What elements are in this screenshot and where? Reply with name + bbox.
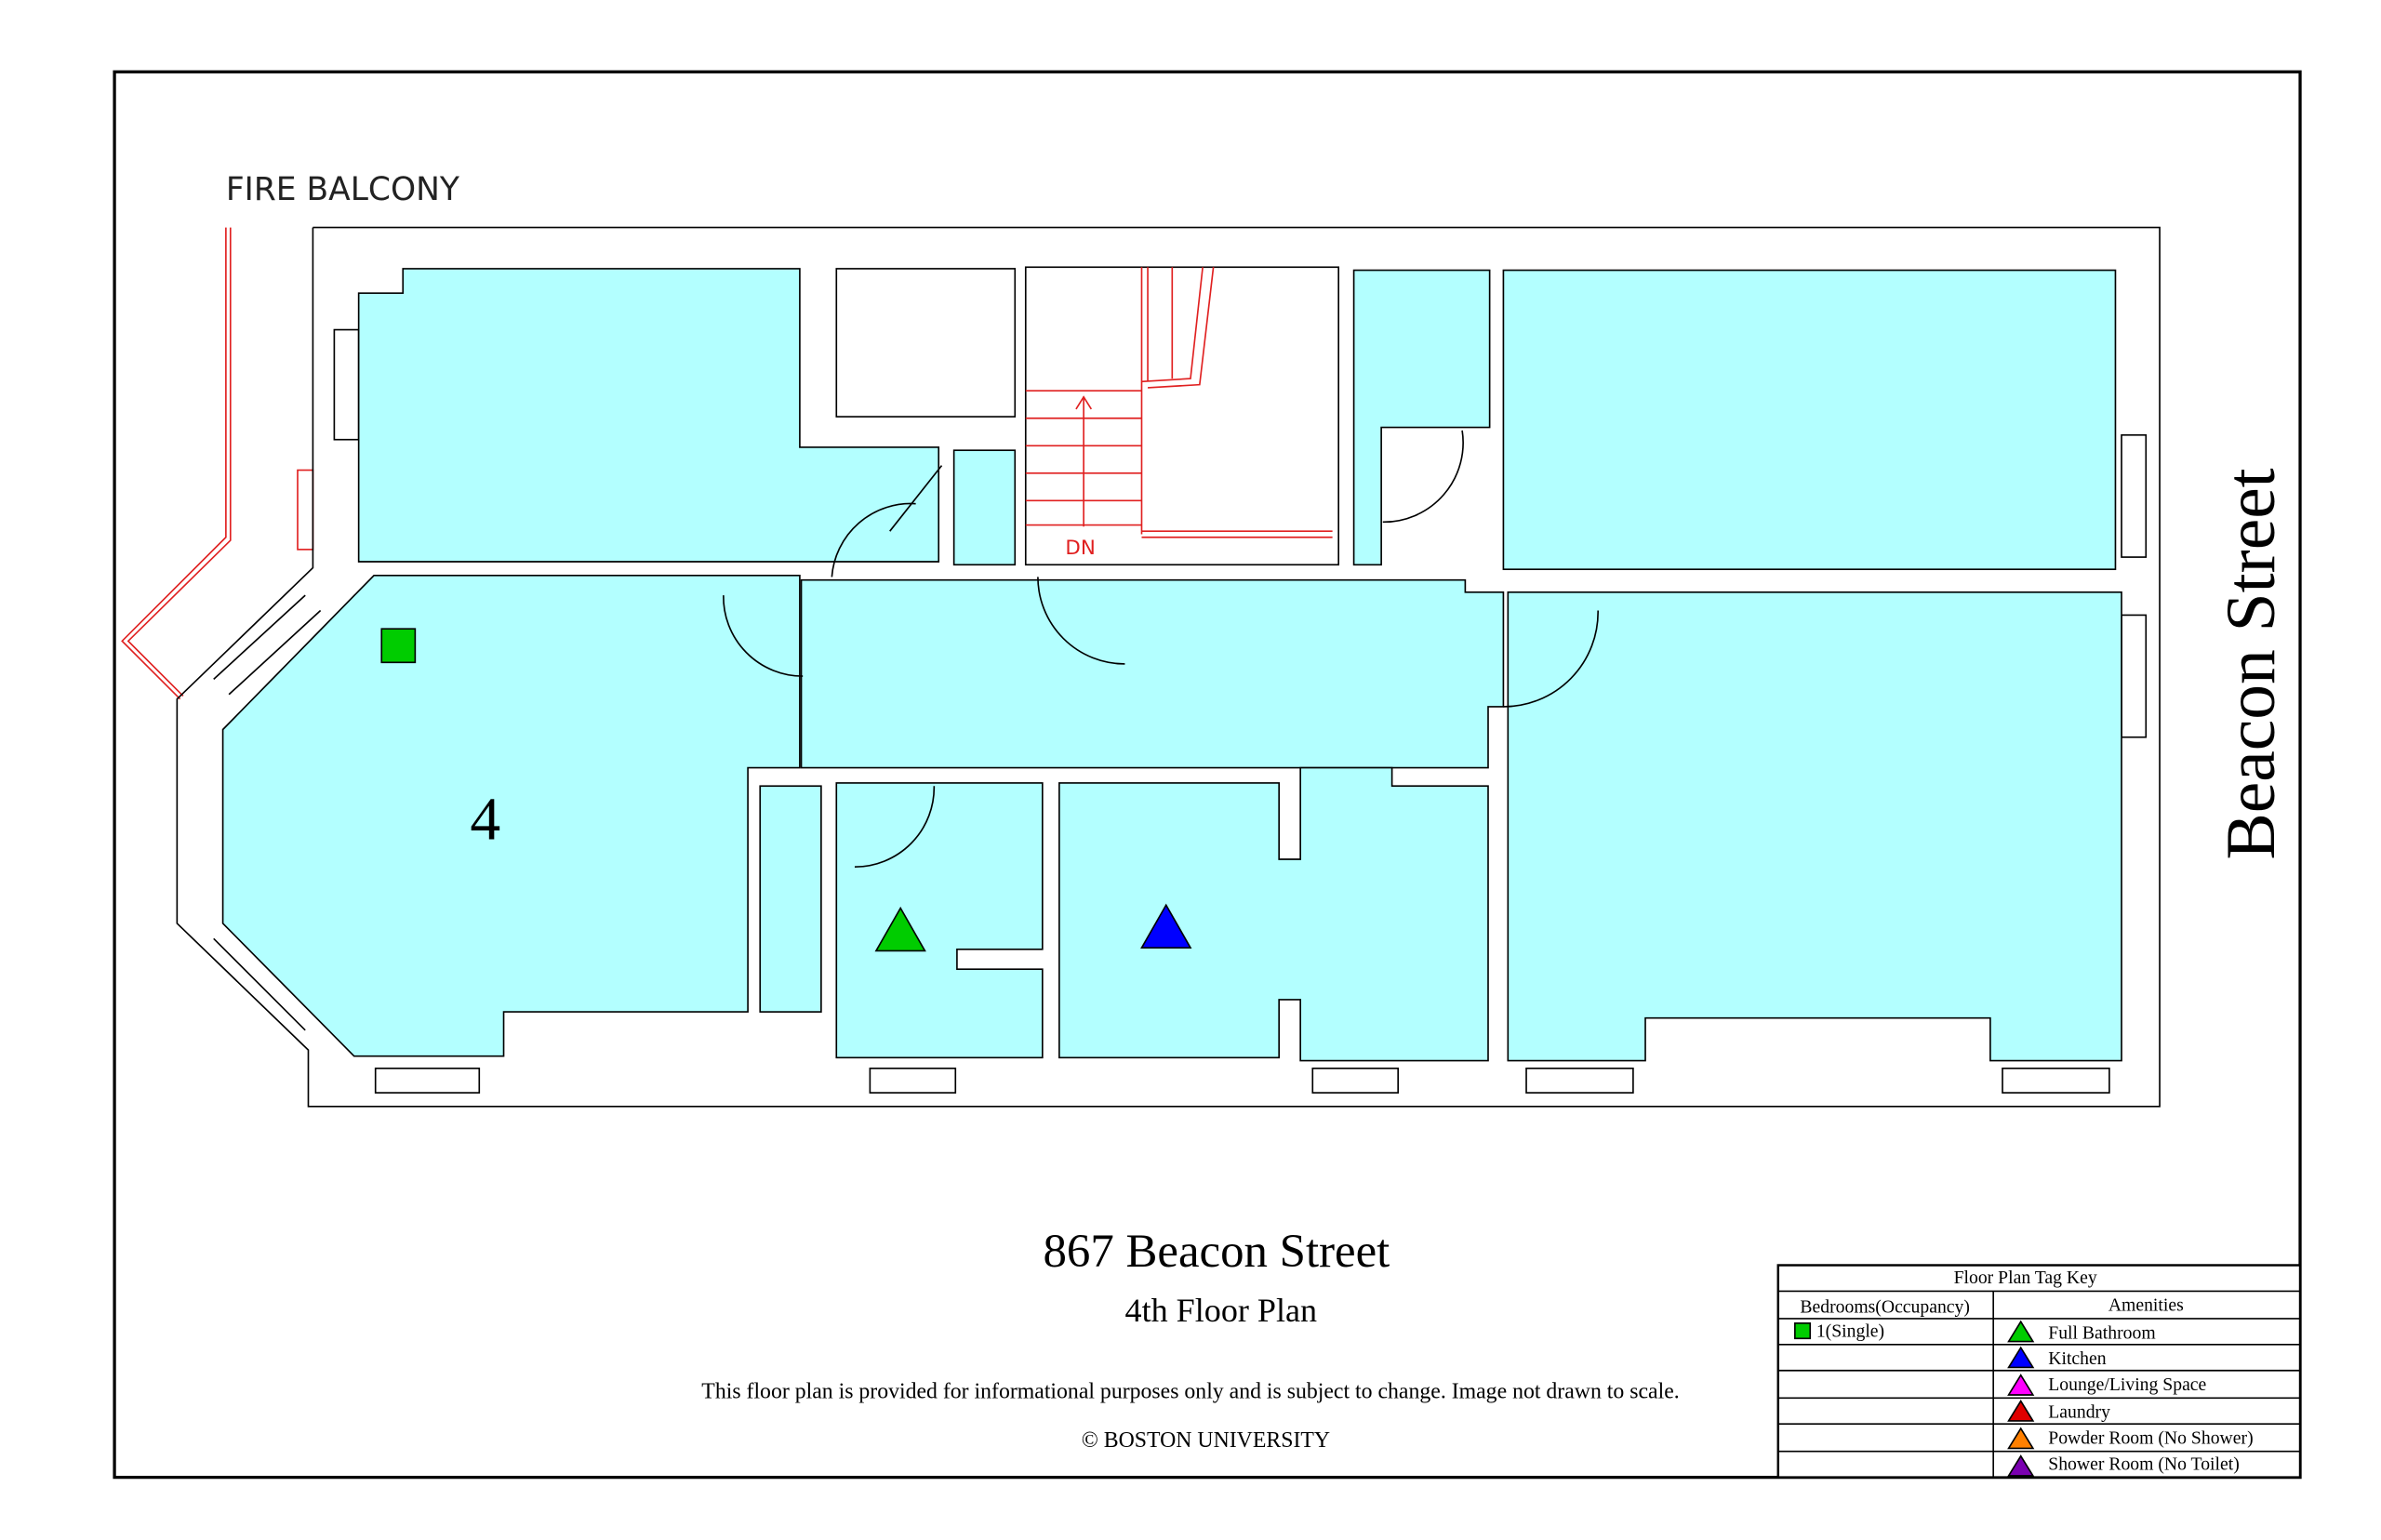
- full-bathroom-tag: [874, 906, 926, 952]
- legend-amenity-label: Full Bathroom: [2048, 1322, 2155, 1343]
- legend-amenity-label: Lounge/Living Space: [2048, 1374, 2206, 1395]
- room-number: 4: [470, 787, 500, 854]
- legend-amenities-header: Amenities: [2108, 1295, 2184, 1316]
- room-right-top: [1502, 269, 2117, 571]
- room-kitchen[interactable]: [1058, 766, 1489, 1062]
- floor-subtitle: 4th Floor Plan: [1125, 1292, 1318, 1329]
- room-bedroom-4[interactable]: [221, 574, 801, 1057]
- fire-balcony: [121, 227, 314, 700]
- street-label: Beacon Street: [2213, 468, 2290, 859]
- room-hallway: [800, 578, 1505, 769]
- bedroom-single-tag: [380, 628, 417, 664]
- storage-room: [835, 268, 1017, 418]
- copyright: © BOSTON UNIVERSITY: [1082, 1428, 1330, 1453]
- rooms: [221, 268, 2122, 1062]
- legend-amenity-label: Kitchen: [2048, 1348, 2106, 1369]
- legend-laundry-icon: [2007, 1399, 2035, 1422]
- room-top-left: [357, 268, 940, 563]
- sheet-border: [113, 70, 2302, 1480]
- legend-lounge-icon: [2007, 1374, 2035, 1396]
- room-small-closet: [952, 449, 1017, 566]
- legend-kitchen-icon: [2007, 1346, 2035, 1369]
- tag-key-legend: Floor Plan Tag Key Bedrooms(Occupancy) A…: [1776, 1264, 2302, 1479]
- legend-bedroom-label: 1(Single): [1816, 1321, 1884, 1342]
- kitchen-tag: [1140, 903, 1192, 949]
- room-bathroom[interactable]: [835, 782, 1044, 1059]
- disclaimer: This floor plan is provided for informat…: [701, 1379, 1679, 1403]
- legend-powder-room-icon: [2007, 1427, 2035, 1450]
- legend-amenity-label: Powder Room (No Shower): [2048, 1428, 2253, 1449]
- legend-single-swatch: [1794, 1322, 1812, 1340]
- room-closet: [759, 785, 822, 1013]
- stair-down-label: DN: [1065, 537, 1095, 560]
- legend-amenity-label: Laundry: [2048, 1402, 2110, 1423]
- legend-title: Floor Plan Tag Key: [1954, 1268, 2097, 1288]
- address-title: 867 Beacon Street: [1043, 1226, 1390, 1278]
- doors: [723, 430, 1599, 869]
- fire-balcony-label: FIRE BALCONY: [226, 171, 460, 208]
- staircase: DN: [1024, 266, 1339, 566]
- room-hall-upper: [1352, 269, 1491, 566]
- legend-full-bathroom-icon: [2007, 1320, 2035, 1343]
- legend-shower-room-icon: [2007, 1454, 2035, 1477]
- legend-bedrooms-header: Bedrooms(Occupancy): [1800, 1296, 1970, 1317]
- room-right-bottom: [1507, 591, 2122, 1062]
- legend-amenity-label: Shower Room (No Toilet): [2048, 1454, 2240, 1474]
